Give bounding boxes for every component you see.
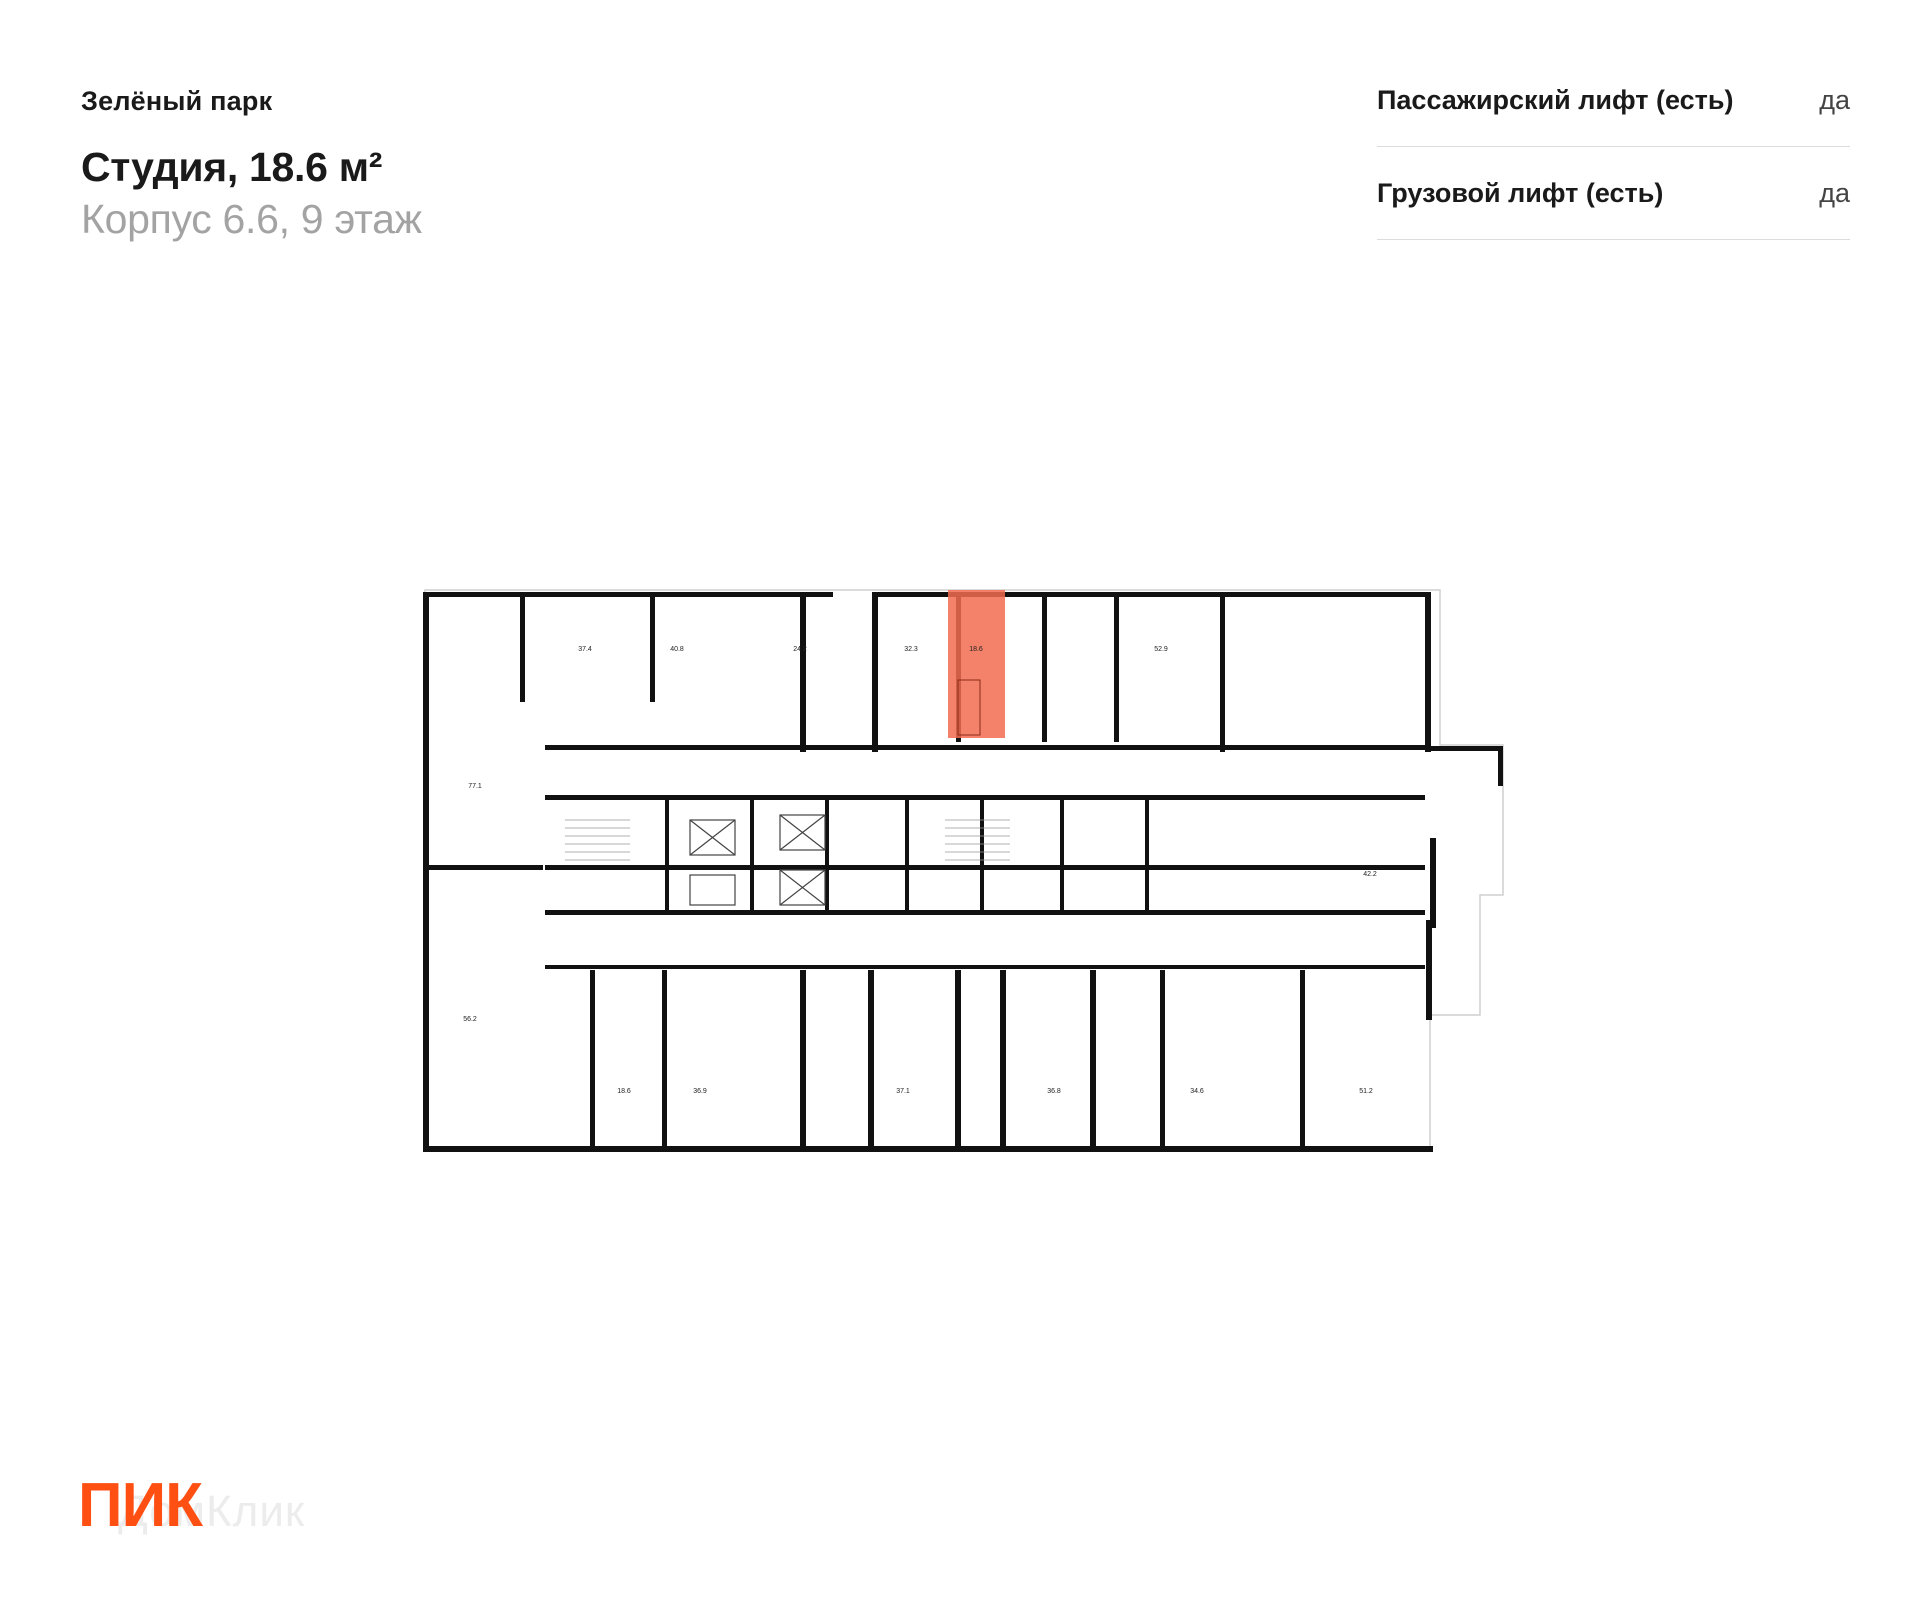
feature-value: да <box>1819 84 1850 115</box>
brand-logo: ДомКлик ПИК <box>78 1471 438 1540</box>
unit-area-label: 51.2 <box>1359 1088 1373 1095</box>
selected-unit-bath <box>957 679 981 736</box>
unit-area-label: 42.2 <box>1363 871 1377 878</box>
floor-plan: 37.4 40.8 24.2 32.3 18.6 52.9 77.1 42.2 … <box>400 560 1530 1160</box>
elevator-shafts <box>689 814 826 906</box>
unit-area-label: 77.1 <box>468 783 482 790</box>
features-list: Пассажирский лифт (есть) да Грузовой лиф… <box>1377 54 1850 240</box>
pik-logo-text: ПИК <box>78 1471 203 1540</box>
feature-passenger-lift: Пассажирский лифт (есть) да <box>1377 54 1850 147</box>
feature-value: да <box>1819 177 1850 208</box>
complex-name: Зелёный парк <box>81 86 273 116</box>
unit-area-label: 34.6 <box>1190 1088 1204 1095</box>
unit-title: Студия, 18.6 м² <box>81 144 383 190</box>
unit-area-label: 37.1 <box>896 1088 910 1095</box>
unit-area-label: 52.9 <box>1154 646 1168 653</box>
unit-area-label: 32.3 <box>904 646 918 653</box>
stairs <box>565 819 1010 861</box>
unit-area-label: 36.8 <box>1047 1088 1061 1095</box>
unit-area-label: 37.4 <box>578 646 592 653</box>
unit-area-label: 18.6 <box>969 646 983 653</box>
floor-plan-svg: 37.4 40.8 24.2 32.3 18.6 52.9 77.1 42.2 … <box>423 589 1504 1152</box>
unit-area-label: 40.8 <box>670 646 684 653</box>
unit-area-label: 24.2 <box>793 646 807 653</box>
unit-area-label: 56.2 <box>463 1016 477 1023</box>
wall-segments <box>423 592 1503 1152</box>
feature-label: Пассажирский лифт (есть) <box>1377 84 1734 115</box>
selected-unit-highlight <box>948 590 1005 738</box>
unit-area-label: 36.9 <box>693 1088 707 1095</box>
watermark-text: ДомКлик <box>118 1487 306 1536</box>
building-floor: Корпус 6.6, 9 этаж <box>81 196 422 242</box>
feature-label: Грузовой лифт (есть) <box>1377 177 1664 208</box>
unit-area-label: 18.6 <box>617 1088 631 1095</box>
feature-freight-lift: Грузовой лифт (есть) да <box>1377 147 1850 240</box>
